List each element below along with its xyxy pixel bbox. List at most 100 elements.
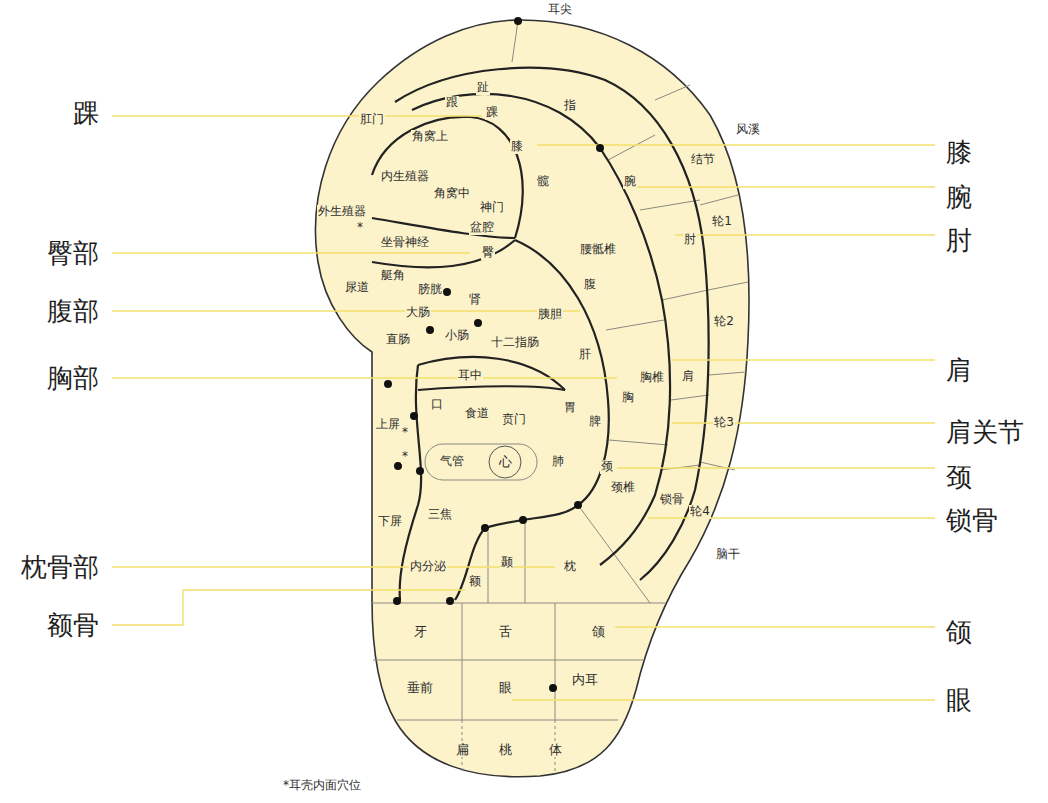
callout-label: 腕 — [945, 183, 973, 212]
leader-line — [632, 186, 935, 187]
circle-shape — [489, 446, 521, 478]
region-label: 牙 — [413, 625, 428, 639]
point-dot — [519, 516, 527, 524]
region-dividers — [372, 21, 748, 774]
region-label: 贲门 — [501, 413, 527, 426]
region-label: 趾 — [476, 81, 490, 94]
divider-line — [609, 440, 668, 445]
region-label: 直肠 — [385, 333, 411, 346]
region-label: 肛门 — [359, 113, 385, 126]
leader-lines — [112, 116, 935, 700]
region-label: 三焦 — [427, 508, 453, 521]
region-label: 扁 — [455, 743, 470, 757]
point-dot — [481, 524, 489, 532]
divider-line — [555, 603, 556, 720]
region-label: 胸 — [621, 391, 635, 404]
region-label: 颌 — [591, 625, 606, 639]
organ-label: 心 — [499, 455, 512, 469]
region-label: 体 — [548, 743, 563, 757]
region-label: 腕 — [623, 175, 637, 188]
region-label: 额 — [468, 575, 482, 588]
region-label: 盆腔 — [469, 221, 495, 234]
region-label: * — [401, 426, 409, 439]
region-label: 轮2 — [713, 315, 735, 328]
region-label: 轮4 — [689, 505, 711, 518]
antitragus-line — [455, 505, 578, 600]
region-label: 肘 — [683, 233, 697, 246]
region-label: 垂前 — [406, 681, 434, 695]
region-label: 内生殖器 — [380, 170, 430, 183]
region-label: 舌 — [498, 625, 513, 639]
point-dot — [446, 597, 454, 605]
region-label: 眼 — [498, 681, 513, 695]
trachea-outline — [425, 444, 537, 480]
region-label: 膝 — [510, 140, 524, 153]
divider-line — [397, 720, 618, 721]
callout-label: 颈 — [945, 463, 973, 492]
region-label: 风溪 — [735, 123, 761, 136]
point-dot — [443, 288, 451, 296]
region-label: * — [401, 450, 409, 463]
point-dot — [596, 144, 604, 152]
helix-crus-line — [418, 386, 565, 390]
leader-line — [537, 144, 935, 145]
leader-line — [617, 467, 935, 468]
callout-label: 肩 — [945, 356, 973, 385]
crus-line — [372, 218, 515, 238]
region-label: 腰骶椎 — [579, 243, 617, 256]
point-dot — [384, 380, 392, 388]
anatomy-lines — [372, 68, 709, 600]
region-label: 颈椎 — [610, 481, 636, 494]
region-label: 肝 — [578, 348, 592, 361]
leader-line — [672, 422, 935, 423]
region-label: 耳中 — [457, 369, 483, 382]
region-label: 肾 — [468, 293, 482, 306]
divider-line — [662, 290, 708, 300]
point-dot — [416, 467, 424, 475]
region-label: 气管 — [439, 455, 465, 468]
region-label: * — [356, 221, 364, 234]
region-label: 颈 — [600, 460, 614, 473]
divider-line — [671, 395, 709, 400]
region-label: 口 — [430, 398, 444, 411]
point-dot — [426, 326, 434, 334]
region-label: 肺 — [551, 455, 565, 468]
region-label: 艇角 — [380, 269, 406, 282]
region-label: 十二指肠 — [490, 336, 540, 349]
region-label: 大肠 — [405, 306, 431, 319]
region-label: 髋 — [536, 175, 550, 188]
antihelix-line — [412, 94, 670, 565]
callout-label: 锁骨 — [945, 506, 999, 535]
divider-line — [512, 21, 518, 62]
divider-line — [709, 372, 746, 375]
region-label: 下屏 — [377, 515, 403, 528]
region-label: 外生殖器 — [317, 205, 367, 218]
point-dot — [474, 319, 482, 327]
point-dot — [574, 501, 582, 509]
point-dot — [393, 597, 401, 605]
point-dots — [384, 17, 604, 692]
concha-line — [515, 240, 609, 505]
callout-label: 踝 — [72, 99, 100, 128]
region-label: 胃 — [563, 401, 577, 414]
divider-line — [373, 660, 643, 661]
region-label: 轮1 — [711, 215, 733, 228]
callout-label: 颌 — [945, 618, 973, 647]
helix-crus-line — [418, 357, 565, 390]
region-label: 内耳 — [571, 673, 599, 687]
fossa-line — [372, 117, 523, 238]
region-label: 食道 — [464, 407, 490, 420]
region-label: 颞 — [500, 556, 514, 569]
callout-label: 额骨 — [46, 611, 100, 640]
callout-label: 眼 — [945, 686, 973, 715]
point-dot — [410, 412, 418, 420]
region-label: 桃 — [498, 743, 513, 757]
leader-line — [512, 699, 935, 700]
leader-line — [615, 626, 935, 627]
callout-label: 胸部 — [46, 364, 100, 393]
region-label: 角窝上 — [411, 130, 449, 143]
divider-line — [608, 135, 655, 160]
